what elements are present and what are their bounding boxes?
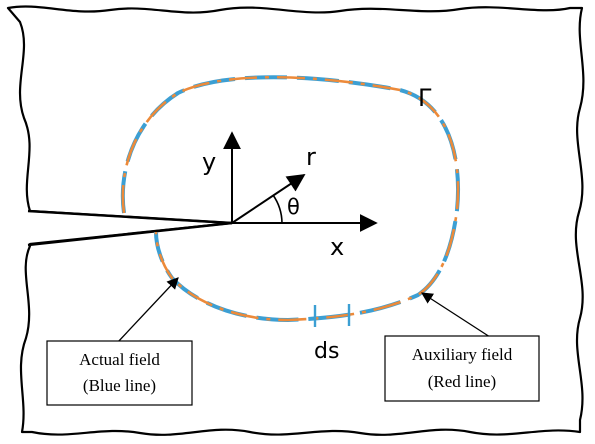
auxiliary-field-title: Auxiliary field [412, 345, 513, 364]
actual-field-leader [116, 277, 179, 344]
auxiliary-field-subtitle: (Red line) [428, 372, 496, 391]
actual-field-title: Actual field [79, 350, 160, 369]
theta-label: θ [287, 195, 300, 219]
crack-upper-face [27, 209, 233, 225]
auxiliary-field-callout: Auxiliary field (Red line) [384, 335, 540, 402]
crack-lower-face [27, 221, 233, 247]
r-label: r [306, 143, 316, 171]
x-axis-label: x [330, 233, 344, 261]
ds-label: ds [314, 339, 339, 364]
actual-field-subtitle: (Blue line) [83, 376, 156, 395]
theta-arc [272, 194, 283, 224]
auxiliary-field-leader [421, 292, 491, 338]
actual-field-callout: Actual field (Blue line) [46, 340, 193, 406]
r-vector [231, 174, 306, 224]
gamma-label: Γ [418, 84, 432, 112]
contour-actual-field [120, 75, 461, 323]
y-axis-label: y [202, 148, 216, 176]
